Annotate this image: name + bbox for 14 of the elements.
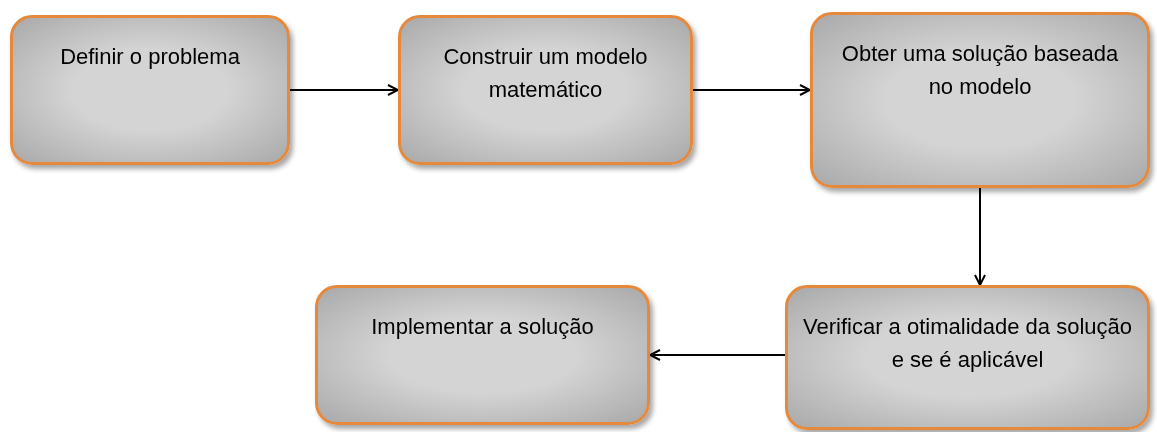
box-label: Obter uma solução baseada no modelo: [840, 40, 1120, 101]
process-box: [785, 285, 1150, 430]
process-box: [315, 285, 650, 425]
arrow: [649, 349, 786, 361]
process-box: [10, 15, 290, 165]
box-label: Verificar a otimalidade da solução e se é aplicável: [802, 313, 1133, 374]
box-label: Construir um modelo matemático: [442, 43, 649, 104]
arrow: [692, 84, 811, 96]
process-box: [810, 12, 1150, 188]
arrow: [289, 84, 399, 96]
process-box: [398, 15, 693, 165]
box-label: Definir o problema: [60, 43, 240, 71]
box-label: Implementar a solução: [371, 313, 594, 341]
arrow: [974, 187, 986, 286]
